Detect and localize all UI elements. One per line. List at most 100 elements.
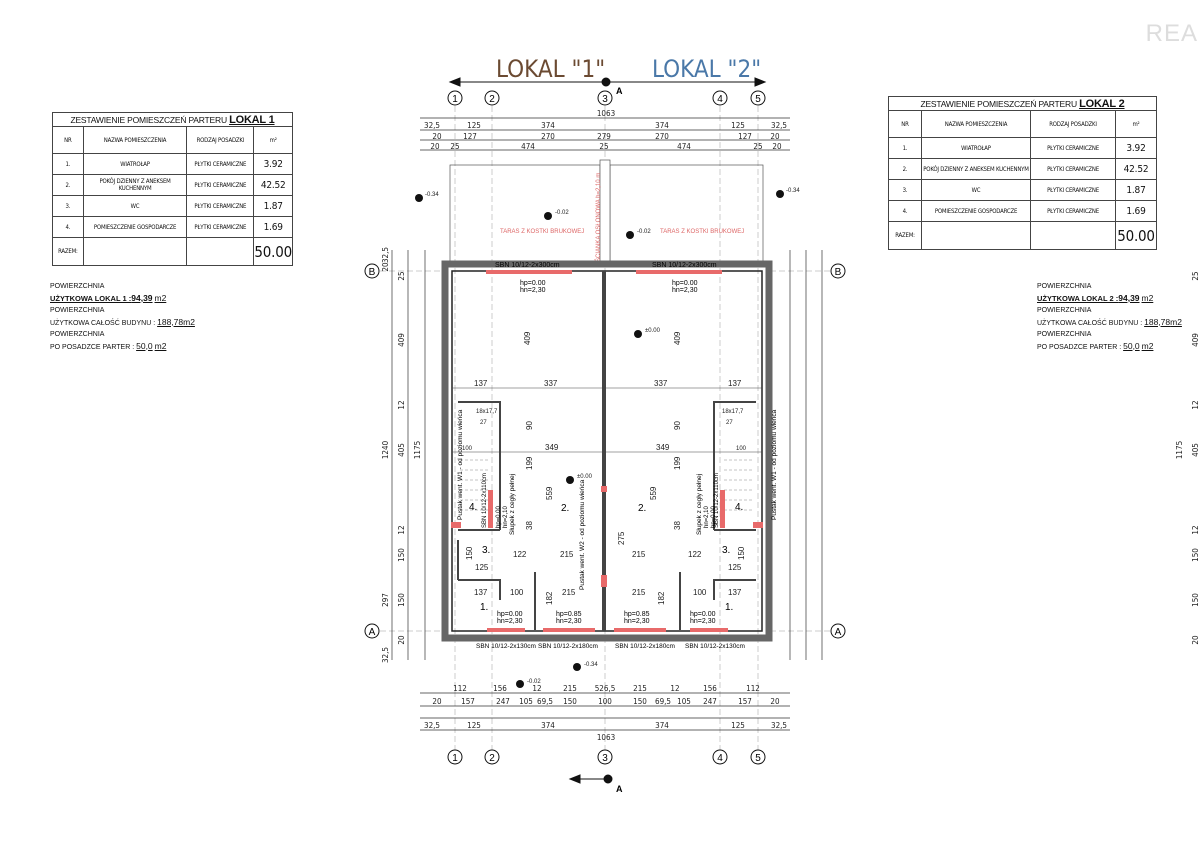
dimension-label: 100: [598, 697, 612, 706]
hp-label: hp=0.00: [672, 280, 698, 287]
info-line: UŻYTKOWA CAŁOŚĆ BUDYNU :: [1037, 319, 1143, 327]
hp-label: hp=0.00: [496, 505, 502, 528]
axis-bubble: [447, 749, 463, 765]
axis-bubble: [750, 90, 766, 106]
side-dimension-label: 25: [397, 271, 406, 280]
company-logo: REA: [1146, 20, 1198, 48]
axis-label: 5: [755, 753, 761, 764]
axis-bubble: [447, 90, 463, 106]
dimension-label: 215: [633, 684, 647, 693]
axis-label: 3: [602, 94, 608, 105]
dim: 100: [510, 588, 524, 597]
dimension-label: 270: [655, 132, 669, 141]
side-dimension-label: 150: [1191, 593, 1198, 607]
dimension-label: 157: [461, 697, 475, 706]
walls: [441, 260, 773, 642]
elevation-label: -0.02: [555, 210, 569, 216]
dimension-label: 150: [633, 697, 647, 706]
dim: 215: [562, 588, 576, 597]
dimension-label: 374: [655, 121, 669, 130]
window-side-2: [720, 490, 725, 528]
vent-marker: [601, 486, 607, 492]
axis-bubble: [712, 90, 728, 106]
side-dimension-label: 409: [397, 333, 406, 347]
dim: 215: [632, 588, 646, 597]
stair-dim: 100: [736, 446, 747, 452]
window-label: SBN 10/12-2x130cm: [476, 643, 536, 650]
hp-label: hp=0.00: [711, 505, 717, 528]
side-dimension-label: 1175: [413, 441, 422, 459]
dimension-label: 125: [731, 121, 745, 130]
side-dimension-label: 150: [397, 548, 406, 562]
axis-bubble: [712, 749, 728, 765]
title-bold: LOKAL 1: [229, 113, 275, 126]
info-line: POWIERZCHNIA: [1037, 307, 1092, 314]
info-unit: m2: [1170, 316, 1182, 327]
area-info-lokal-1: POWIERZCHNIA UŻYTKOWA LOKAL 1 :94,39 m2 …: [50, 281, 195, 353]
vent-marker: [451, 522, 461, 528]
cell: [82, 237, 188, 266]
window-label: SBN 10/12-2x130cm: [685, 643, 745, 650]
room-number: 2.: [638, 503, 646, 514]
side-dimension-label: 150: [397, 593, 406, 607]
room-dimensions: 137 337 337 137 349 349 122 215 215 122 …: [465, 331, 746, 605]
hn-label: hn=2,30: [672, 287, 698, 294]
side-dimension-label: 12: [397, 525, 406, 534]
dimension-label: 474: [677, 142, 691, 151]
dimension-label: 374: [541, 121, 555, 130]
dimension-label: 247: [496, 697, 510, 706]
axis-bubble: [364, 263, 380, 279]
dimension-label: 25: [599, 142, 608, 151]
dim: 199: [525, 456, 534, 470]
total-value: 50.00: [1115, 221, 1157, 250]
vent-marker: [601, 575, 607, 587]
dimension-label: 474: [521, 142, 535, 151]
side-dimension-label: 20: [381, 262, 390, 272]
hp-label: hp=0.85: [556, 611, 582, 618]
axis-bubble: [830, 263, 846, 279]
hn-label: hn=2,30: [556, 618, 582, 625]
terrace: [449, 159, 764, 263]
dimension-label: 247: [703, 697, 717, 706]
dim: 38: [525, 521, 534, 530]
side-dimension-label: 12: [1191, 400, 1198, 409]
dim: 349: [656, 443, 670, 452]
elevation-label: -0.34: [786, 188, 800, 194]
elevation-label: -0.02: [527, 679, 541, 685]
dimension-label: 127: [738, 132, 752, 141]
hn-label: hn=2,10: [704, 505, 710, 528]
window-label: SBN 10/12-2x180cm: [615, 643, 675, 650]
room-number: 1.: [480, 602, 488, 613]
info-value: 188,78: [1144, 316, 1171, 327]
dim: 125: [475, 563, 489, 572]
dimension-label: 69,5: [655, 697, 671, 706]
total-label: RAZEM:: [888, 221, 922, 250]
hn-label: hn=2,30: [624, 618, 650, 625]
side-dimension-label: 32,5: [381, 247, 390, 263]
dimension-label: 270: [541, 132, 555, 141]
window-top-2: [636, 270, 722, 274]
dimension-label: 112: [453, 684, 467, 693]
info-value: 94,39: [131, 292, 153, 303]
window-label: SBN 10/12-2x300cm: [495, 262, 560, 269]
dimension-label: 20: [430, 142, 440, 151]
col-header: RODZAJ POSADZKI: [1030, 110, 1116, 138]
room-table-lokal-2: ZESTAWIENIE POMIESZCZEŃ PARTERU LOKAL 2 …: [888, 96, 1157, 250]
room-number: 2.: [561, 503, 569, 514]
dim: 150: [465, 546, 474, 560]
info-value: 188,78: [157, 316, 184, 327]
elevation-label: ±0.00: [577, 474, 593, 480]
dimension-label: 20: [432, 697, 442, 706]
dimension-label: 25: [753, 142, 762, 151]
dim: 137: [728, 379, 742, 388]
dim: 182: [545, 591, 554, 605]
elevation-label: -0.02: [637, 229, 651, 235]
dimension-label: 125: [731, 721, 745, 730]
side-dimension-label: 25: [1191, 271, 1198, 280]
axis-label: 5: [755, 94, 761, 105]
